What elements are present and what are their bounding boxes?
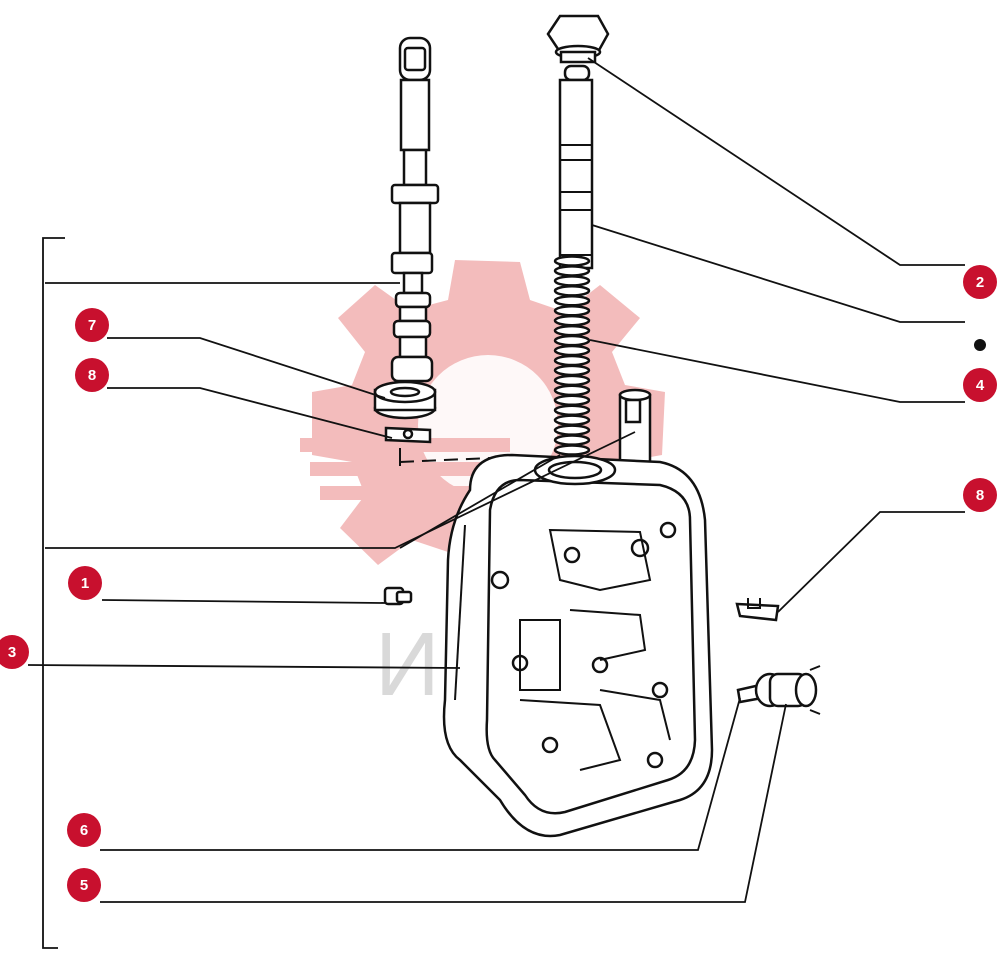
spring-coil [553, 374, 591, 387]
callout-7-label: 7 [88, 317, 96, 334]
callout-3: 3 [0, 635, 29, 669]
callout-2-label: 2 [976, 274, 984, 291]
callout-5-label: 5 [80, 877, 88, 894]
spring-coil [553, 344, 591, 357]
spring-coil [553, 394, 591, 407]
spring-coil [553, 364, 591, 377]
spring-coil [553, 404, 591, 416]
callout-7: 7 [75, 308, 109, 342]
callout-6: 6 [67, 813, 101, 847]
callout-1: 1 [68, 566, 102, 600]
spring-coil [553, 255, 591, 267]
assembly-bracket [42, 237, 65, 949]
callout-4-label: 4 [976, 377, 985, 394]
plug-cap-part [546, 14, 610, 64]
spring-coil [553, 285, 591, 297]
spring-coil [553, 354, 591, 367]
retaining-clip-left [384, 426, 432, 444]
housing-piston-part [618, 388, 652, 467]
spring-coil [553, 424, 591, 436]
valve-housing [442, 453, 714, 838]
spring-coil [553, 314, 591, 327]
seal-ring-part [373, 380, 437, 420]
callout-2: 2 [963, 265, 997, 299]
callout-8-right: 8 [963, 478, 997, 512]
callout-8-left-label: 8 [88, 367, 96, 384]
spring-coil [553, 295, 591, 307]
spring-coil [553, 275, 591, 287]
left-valve-spool [390, 36, 440, 383]
pressure-switch-part [736, 665, 821, 715]
callout-8-left: 8 [75, 358, 109, 392]
valve-pin-part [558, 64, 594, 270]
spring-coil [553, 384, 591, 397]
callout-5: 5 [67, 868, 101, 902]
spring-coil [553, 265, 591, 277]
spring-coil [553, 304, 591, 317]
spring-coil [553, 324, 591, 337]
spring-coil [553, 334, 591, 347]
callout-1-label: 1 [81, 575, 89, 592]
spring-coil [553, 414, 591, 426]
callout-6-label: 6 [80, 822, 88, 839]
small-plug-part [383, 586, 413, 606]
callout-3-label: 3 [8, 644, 16, 661]
callout-4: 4 [963, 368, 997, 402]
leader-lines [27, 57, 965, 903]
callout-8-right-label: 8 [976, 487, 984, 504]
bullet-dot [974, 339, 986, 351]
spring-coil [553, 434, 591, 446]
coil-spring-part [553, 255, 591, 456]
spring-coil [553, 444, 591, 456]
retaining-clip-right [735, 598, 780, 622]
